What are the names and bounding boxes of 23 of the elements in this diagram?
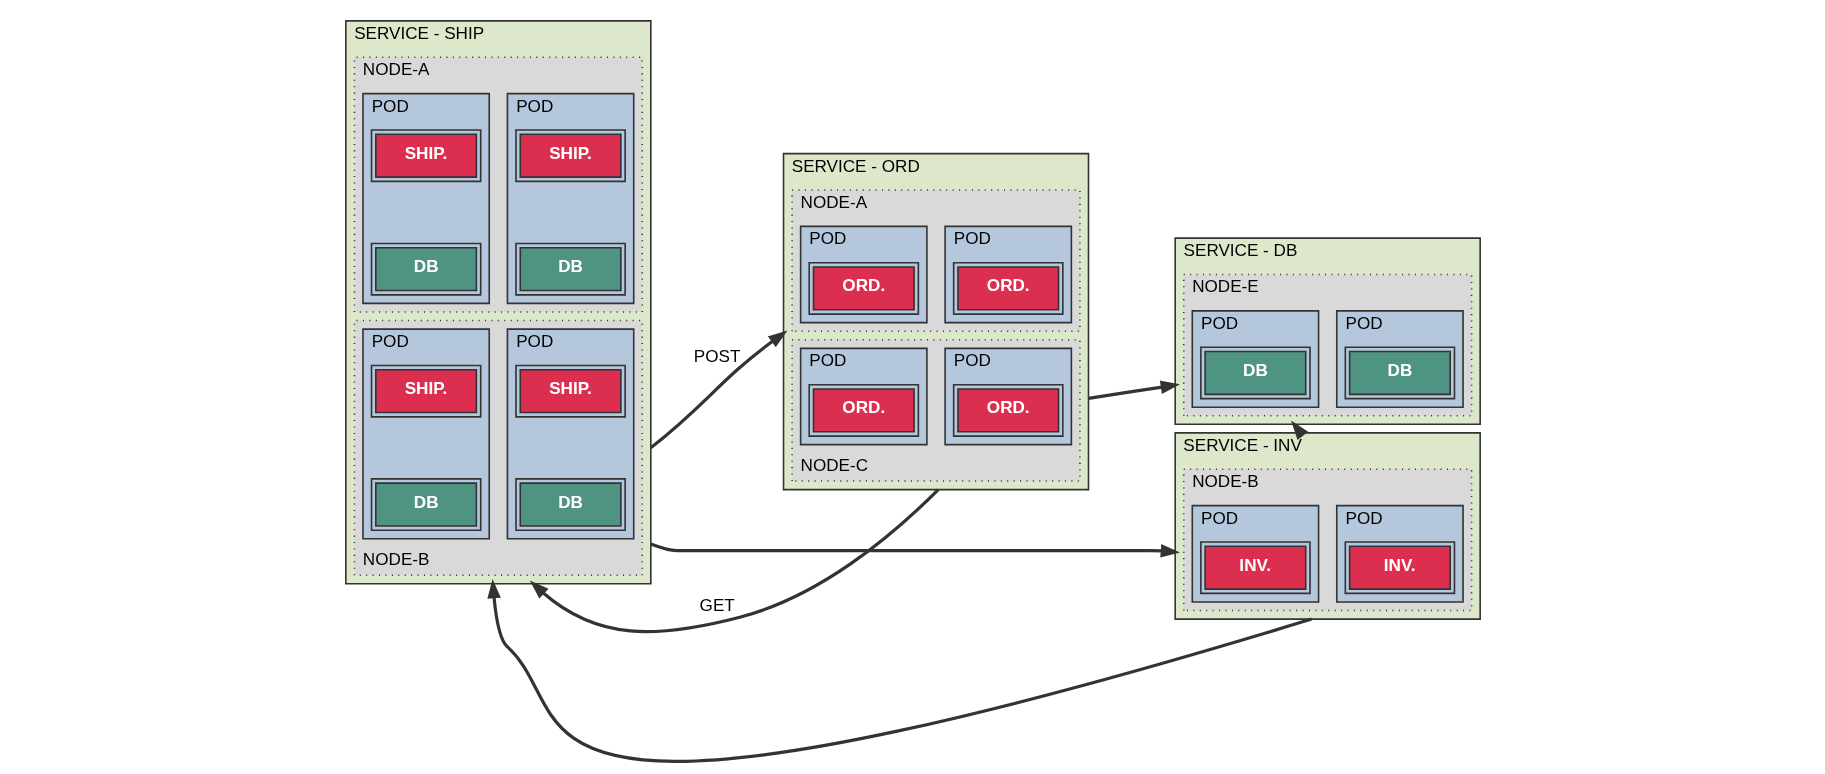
node-box: SHIP. xyxy=(514,129,626,183)
node-box: DB xyxy=(370,242,481,296)
node-box: SHIP. xyxy=(370,129,481,183)
arrow xyxy=(486,578,1312,763)
arrow xyxy=(529,488,939,634)
node-box: INV. xyxy=(1199,541,1311,595)
node-box: DB xyxy=(514,478,626,532)
edge-label: POST xyxy=(693,347,740,367)
arrow xyxy=(1087,380,1180,400)
node-box: DB xyxy=(514,242,626,296)
arrow xyxy=(649,542,1180,558)
node-box: ORD. xyxy=(952,261,1064,315)
node-box: ORD. xyxy=(952,383,1064,437)
node-box: ORD. xyxy=(807,261,919,315)
node-box: DB xyxy=(1344,346,1455,400)
node-box: DB xyxy=(370,478,481,532)
edge-label: GET xyxy=(699,596,735,616)
node-box: SHIP. xyxy=(370,364,481,418)
node-box: INV. xyxy=(1344,541,1455,595)
arrow xyxy=(649,330,787,450)
node-box: ORD. xyxy=(807,383,919,437)
node-box: SHIP. xyxy=(514,364,626,418)
node-box: DB xyxy=(1199,346,1311,400)
